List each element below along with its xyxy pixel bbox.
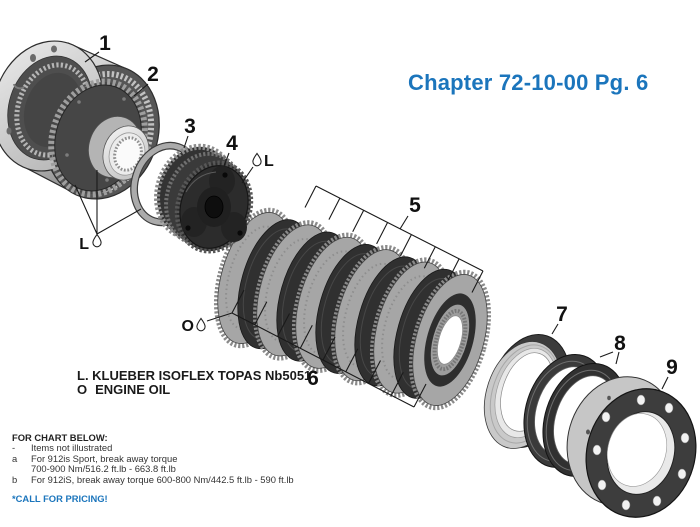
lubricant-legend: L. KLUEBER ISOFLEX TOPAS Nb5051 O ENGINE … (77, 369, 311, 397)
oil-legend-prefix: O (77, 382, 88, 397)
callout-leader-lines (74, 51, 669, 390)
grease-mark-hub: L (264, 153, 274, 170)
callout-2: 2 (147, 63, 159, 86)
footnote-prefix: - (12, 442, 16, 454)
page-title: Chapter 72-10-00 Pg. 6 (408, 70, 649, 95)
footnote-heading: FOR CHART BELOW: (12, 432, 108, 443)
callout-5: 5 (409, 194, 421, 217)
part-4-clutch-hub (154, 143, 254, 254)
footnote-row: - Items not illustrated (12, 442, 294, 454)
callout-1: 1 (99, 32, 111, 55)
footnote-text: For 912iS, break away torque 600-800 Nm/… (31, 473, 294, 485)
footnotes: FOR CHART BELOW: -Items not illustrated … (12, 432, 294, 505)
drum-hole (30, 54, 36, 62)
footnote-row: b For 912iS, break away torque 600-800 Nm… (12, 473, 294, 485)
callout-4: 4 (226, 132, 238, 155)
part-9-flange (566, 376, 697, 518)
grease-droplet-icon (92, 233, 102, 248)
grease-droplet-icon (252, 152, 262, 167)
footnote-text: For 912is Sport, break away torque (31, 452, 178, 464)
steel-plate-front (408, 269, 492, 411)
grease-mark-plate: L (79, 236, 89, 253)
oil-legend-line: O ENGINE OIL (77, 383, 311, 397)
footnote-prefix: a (12, 452, 18, 464)
footnote-prefix: b (12, 473, 18, 485)
footnote-text: Items not illustrated (31, 442, 113, 454)
callout-8: 8 (614, 332, 626, 355)
clutch-plate-stack (213, 207, 492, 411)
footnote-row: a For 912is Sport, break away torque (12, 452, 294, 464)
comb-bracket-6 (231, 289, 427, 408)
pricing-note: *CALL FOR PRICING! (12, 493, 108, 505)
callout-3: 3 (184, 115, 196, 138)
callout-7: 7 (556, 303, 568, 326)
callout-6: 6 (307, 367, 319, 390)
grease-legend-line: L. KLUEBER ISOFLEX TOPAS Nb5051 (77, 368, 312, 383)
oil-legend-name: ENGINE OIL (95, 382, 171, 397)
footnote-row: 700-900 Nm/516.2 ft.lb - 663.8 ft.lb (12, 464, 294, 474)
callout-9: 9 (666, 356, 678, 379)
comb-bracket-5 (304, 185, 484, 293)
oil-mark-plates: O (182, 318, 194, 335)
oil-droplet-icon (196, 317, 206, 332)
part-2-gear-hub (48, 78, 150, 198)
footnote-text: 700-900 Nm/516.2 ft.lb - 663.8 ft.lb (31, 463, 176, 475)
drum-hole (51, 45, 57, 53)
